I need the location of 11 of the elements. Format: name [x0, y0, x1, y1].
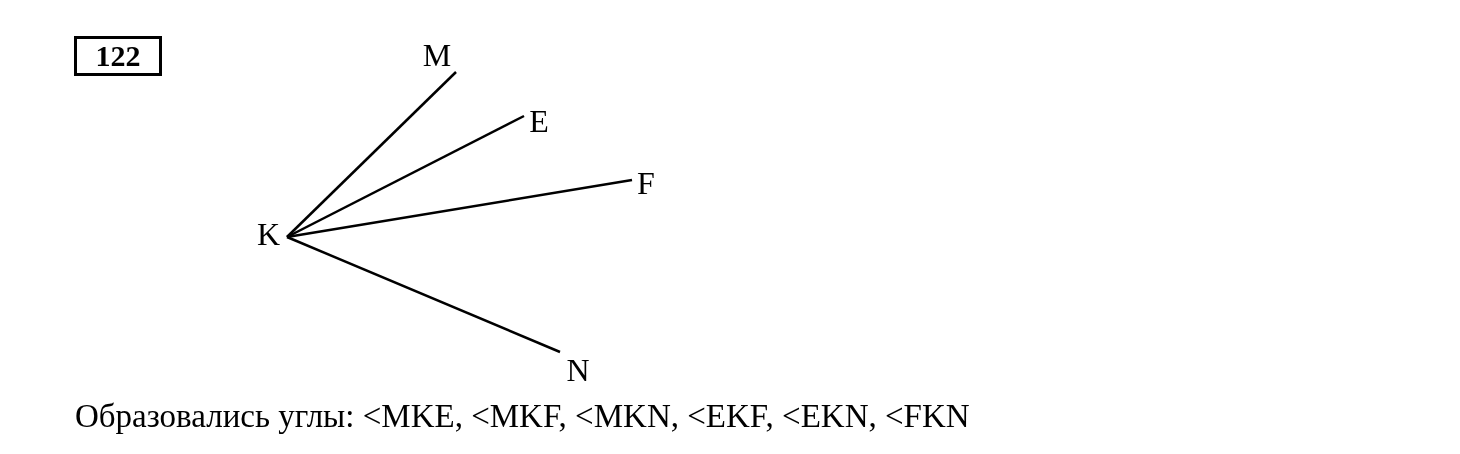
ray-line — [286, 178, 633, 239]
point-label: K — [250, 218, 287, 250]
exercise-number: 122 — [74, 36, 162, 76]
point-label: N — [560, 352, 596, 388]
ray-line — [286, 235, 561, 354]
point-label: F — [632, 166, 660, 200]
ray-line — [286, 114, 525, 239]
ray-line — [286, 71, 457, 238]
answer-text: Образовались углы: <MKE, <MKF, <MKN, <EKF, <EKN, <FKN — [75, 397, 970, 436]
point-label: M — [418, 38, 456, 72]
point-label: E — [524, 104, 554, 138]
